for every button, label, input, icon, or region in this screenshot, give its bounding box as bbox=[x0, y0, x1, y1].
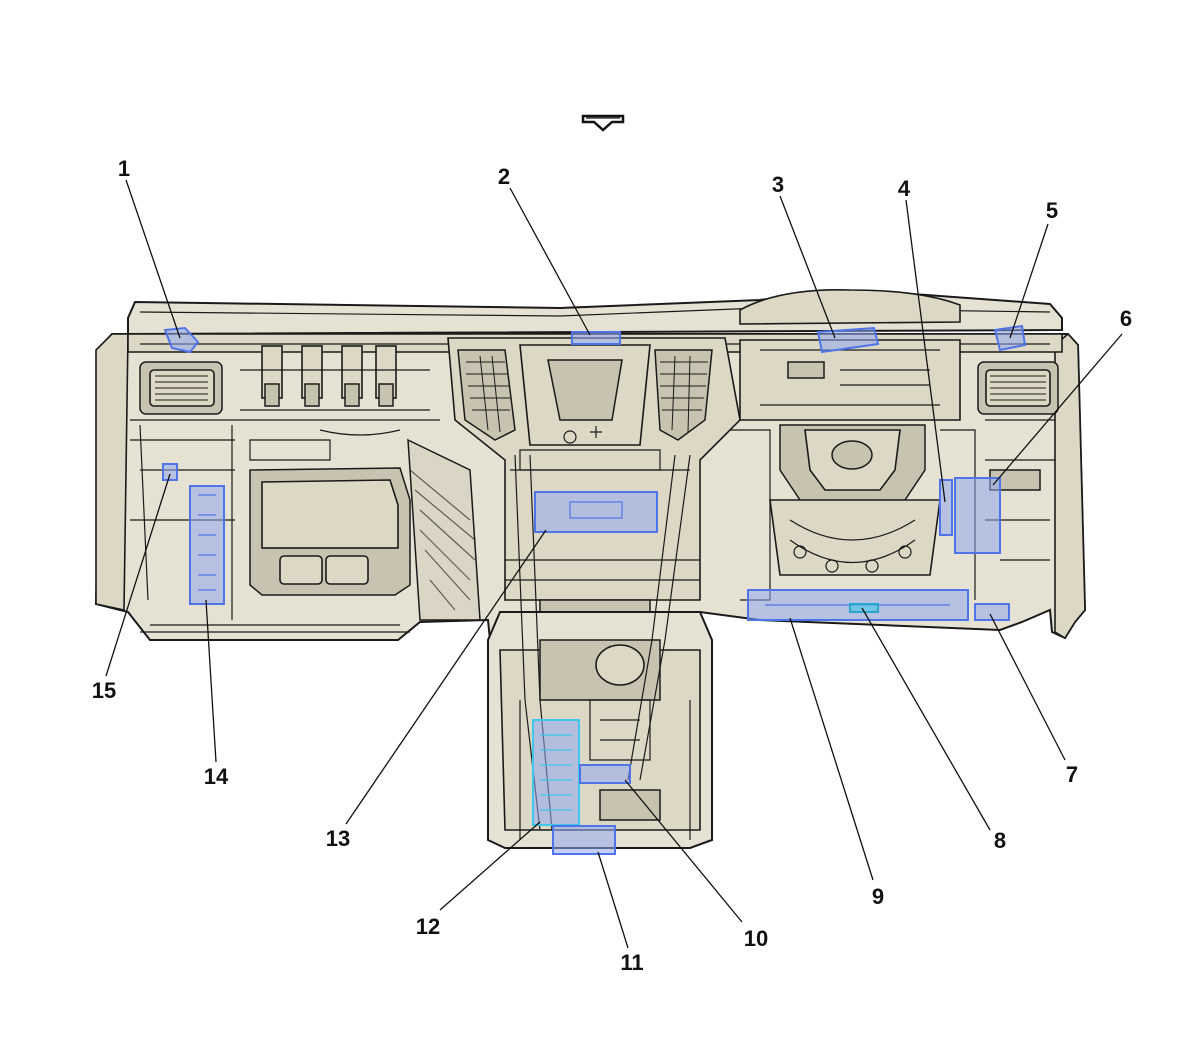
callout-10: 10 bbox=[744, 926, 768, 951]
leader-2 bbox=[509, 187, 591, 336]
callout-13: 13 bbox=[326, 826, 350, 851]
module-2 bbox=[571, 331, 621, 345]
center-console bbox=[487, 611, 713, 849]
leader-lines bbox=[105, 179, 1123, 949]
module-12 bbox=[532, 719, 580, 826]
leader-8 bbox=[861, 607, 991, 831]
center-stack bbox=[447, 337, 741, 613]
callout-1: 1 bbox=[118, 156, 130, 181]
cluster-area bbox=[739, 339, 961, 421]
module-1 bbox=[163, 326, 200, 354]
leader-10 bbox=[624, 779, 743, 923]
left-upper-brackets bbox=[240, 345, 430, 411]
callout-2: 2 bbox=[498, 164, 510, 189]
callout-12: 12 bbox=[416, 914, 440, 939]
leader-13 bbox=[345, 529, 547, 825]
forward-arrow-icon bbox=[581, 114, 625, 132]
callout-15: 15 bbox=[92, 678, 116, 703]
instrument-panel-body bbox=[94, 289, 1087, 641]
module-14 bbox=[189, 485, 225, 605]
left-outboard-vent bbox=[139, 361, 223, 415]
callout-4: 4 bbox=[898, 176, 911, 201]
callout-3: 3 bbox=[772, 172, 784, 197]
module-15 bbox=[162, 463, 178, 481]
module-7 bbox=[974, 603, 1010, 621]
leader-9 bbox=[789, 617, 874, 881]
callout-14: 14 bbox=[204, 764, 229, 789]
callout-7: 7 bbox=[1066, 762, 1078, 787]
callout-6: 6 bbox=[1120, 306, 1132, 331]
leader-6 bbox=[992, 333, 1123, 486]
leader-3 bbox=[779, 195, 836, 339]
leader-7 bbox=[989, 613, 1066, 761]
steering-column-mount bbox=[769, 424, 941, 576]
module-13 bbox=[534, 491, 658, 533]
module-11 bbox=[552, 825, 616, 855]
leader-12 bbox=[439, 821, 541, 911]
callout-5: 5 bbox=[1046, 198, 1058, 223]
leader-4 bbox=[905, 199, 946, 503]
module-4 bbox=[939, 479, 953, 536]
leader-14 bbox=[205, 599, 217, 763]
leader-15 bbox=[105, 473, 171, 677]
callout-9: 9 bbox=[872, 884, 884, 909]
callout-labels: 1 2 3 4 5 6 7 8 9 10 11 12 13 14 15 bbox=[92, 156, 1132, 975]
leader-5 bbox=[1009, 223, 1049, 339]
leader-1 bbox=[125, 179, 181, 339]
right-outboard-vent bbox=[977, 361, 1059, 415]
glove-box bbox=[249, 467, 411, 596]
callout-8: 8 bbox=[994, 828, 1006, 853]
leader-11 bbox=[597, 851, 629, 949]
module-6 bbox=[954, 477, 1001, 554]
callout-11: 11 bbox=[620, 950, 643, 975]
module-10 bbox=[579, 764, 631, 784]
